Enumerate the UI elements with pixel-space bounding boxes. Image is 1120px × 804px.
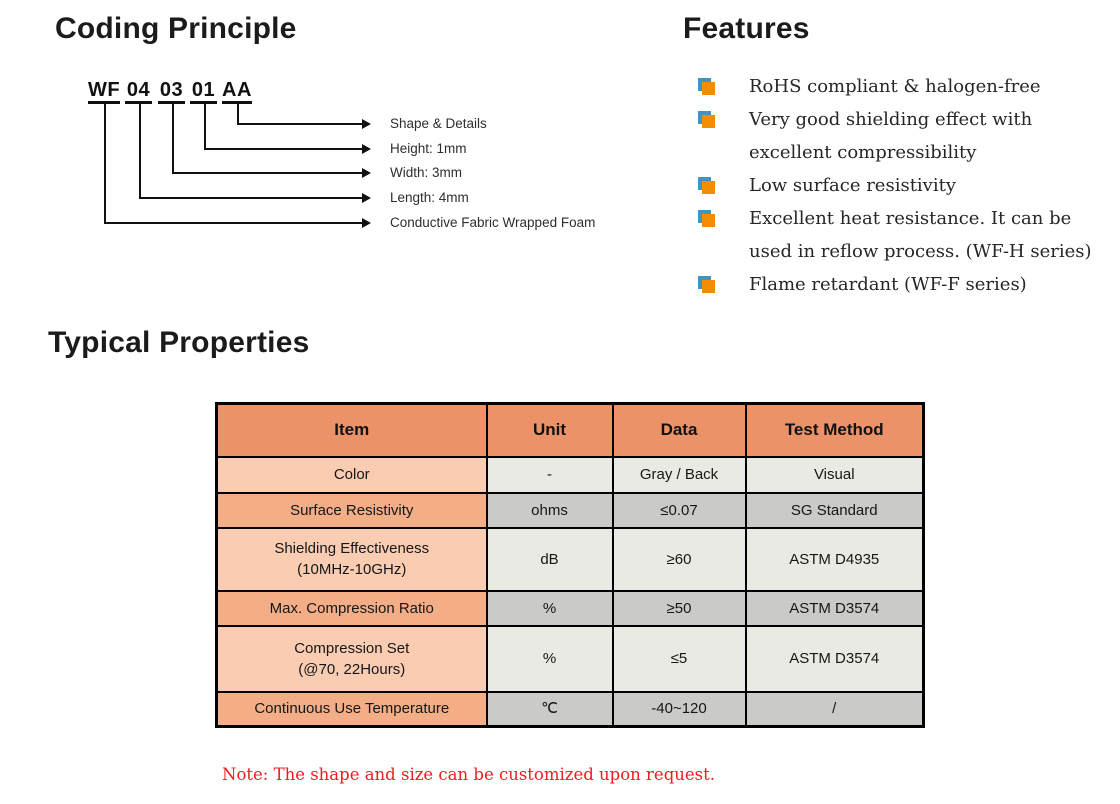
arrow-right-icon bbox=[362, 193, 371, 203]
diagram-connector-line bbox=[138, 197, 362, 199]
feature-bullet-icon bbox=[698, 78, 716, 96]
bullet-orange-square bbox=[702, 181, 715, 194]
customization-note: Note: The shape and size can be customiz… bbox=[222, 765, 715, 784]
code-segment: 01 bbox=[190, 80, 217, 104]
test-method-cell: Visual bbox=[744, 455, 925, 494]
diagram-connector-line bbox=[203, 148, 362, 150]
diagram-connector-line bbox=[171, 172, 362, 174]
item-cell: Max. Compression Ratio bbox=[215, 589, 488, 627]
table-row: Continuous Use Temperature℃-40~120/ bbox=[215, 690, 925, 728]
arrow-right-icon bbox=[362, 168, 371, 178]
data-cell: Gray / Back bbox=[611, 455, 747, 494]
column-header: Item bbox=[215, 402, 488, 458]
feature-bullet-icon bbox=[698, 210, 716, 228]
data-cell: ≤0.07 bbox=[611, 491, 747, 529]
feature-item: Low surface resistivity bbox=[698, 169, 1098, 202]
data-cell: ≥60 bbox=[611, 526, 747, 592]
unit-cell: % bbox=[485, 624, 614, 693]
diagram-connector-line bbox=[104, 104, 106, 224]
test-method-cell: ASTM D3574 bbox=[744, 624, 925, 693]
diagram-connector-line bbox=[171, 104, 174, 174]
test-method-cell: SG Standard bbox=[744, 491, 925, 529]
code-segment-label: Conductive Fabric Wrapped Foam bbox=[390, 215, 596, 230]
column-header: Unit bbox=[485, 402, 614, 458]
column-header: Test Method bbox=[744, 402, 925, 458]
feature-item: Flame retardant (WF-F series) bbox=[698, 268, 1098, 301]
data-cell: -40~120 bbox=[611, 690, 747, 728]
feature-bullet-icon bbox=[698, 177, 716, 195]
code-segment: 03 bbox=[158, 80, 185, 104]
arrow-right-icon bbox=[362, 144, 371, 154]
bullet-orange-square bbox=[702, 82, 715, 95]
code-segment: AA bbox=[222, 80, 252, 104]
diagram-connector-line bbox=[104, 222, 362, 224]
typical-properties-title: Typical Properties bbox=[48, 326, 310, 359]
diagram-connector-line bbox=[138, 104, 141, 199]
item-cell: Compression Set(@70, 22Hours) bbox=[215, 624, 488, 693]
diagram-connector-line bbox=[237, 104, 239, 125]
bullet-orange-square bbox=[702, 115, 715, 128]
feature-text: Low surface resistivity bbox=[749, 175, 957, 196]
feature-text: Flame retardant (WF-F series) bbox=[749, 274, 1027, 295]
item-cell: Color bbox=[215, 455, 488, 494]
code-segment-label: Height: 1mm bbox=[390, 141, 467, 156]
unit-cell: dB bbox=[485, 526, 614, 592]
feature-bullet-icon bbox=[698, 111, 716, 129]
test-method-cell: / bbox=[744, 690, 925, 728]
table-row: Shielding Effectiveness(10MHz-10GHz)dB≥6… bbox=[215, 526, 925, 592]
data-cell: ≥50 bbox=[611, 589, 747, 627]
item-cell: Surface Resistivity bbox=[215, 491, 488, 529]
code-segment-label: Length: 4mm bbox=[390, 190, 469, 205]
feature-bullet-icon bbox=[698, 276, 716, 294]
column-header: Data bbox=[611, 402, 747, 458]
feature-item: RoHS compliant & halogen-free bbox=[698, 70, 1098, 103]
unit-cell: ohms bbox=[485, 491, 614, 529]
diagram-connector-line bbox=[237, 123, 362, 125]
unit-cell: ℃ bbox=[485, 690, 614, 728]
bullet-orange-square bbox=[702, 280, 715, 293]
item-cell: Continuous Use Temperature bbox=[215, 690, 488, 728]
diagram-connector-line bbox=[203, 104, 206, 150]
test-method-cell: ASTM D4935 bbox=[744, 526, 925, 592]
arrow-right-icon bbox=[362, 218, 371, 228]
code-segment: WF bbox=[88, 80, 120, 104]
coding-principle-title: Coding Principle bbox=[55, 12, 297, 45]
data-cell: ≤5 bbox=[611, 624, 747, 693]
unit-cell: % bbox=[485, 589, 614, 627]
test-method-cell: ASTM D3574 bbox=[744, 589, 925, 627]
code-segment-label: Width: 3mm bbox=[390, 165, 463, 180]
bullet-orange-square bbox=[702, 214, 715, 227]
code-segment-label: Shape & Details bbox=[390, 116, 487, 131]
item-cell: Shielding Effectiveness(10MHz-10GHz) bbox=[215, 526, 488, 592]
features-title: Features bbox=[683, 12, 810, 45]
unit-cell: - bbox=[485, 455, 614, 494]
code-segment: 04 bbox=[125, 80, 152, 104]
feature-text: RoHS compliant & halogen-free bbox=[749, 76, 1041, 97]
arrow-right-icon bbox=[362, 119, 371, 129]
